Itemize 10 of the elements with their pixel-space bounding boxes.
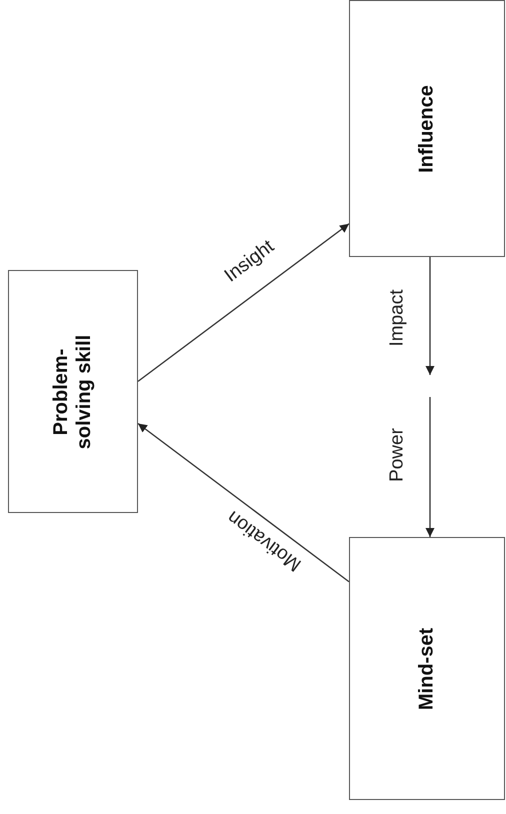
- arrow: [426, 257, 434, 375]
- box-label: Problem-solving skill: [50, 333, 96, 451]
- arrow: [138, 422, 350, 582]
- process-box: [349, 537, 505, 800]
- box-label: Influence: [416, 84, 438, 174]
- arrow: [138, 223, 350, 382]
- process-box: [8, 270, 138, 513]
- arrow: [426, 397, 434, 537]
- box-label: Mind-set: [416, 626, 438, 712]
- process-box: [349, 0, 505, 257]
